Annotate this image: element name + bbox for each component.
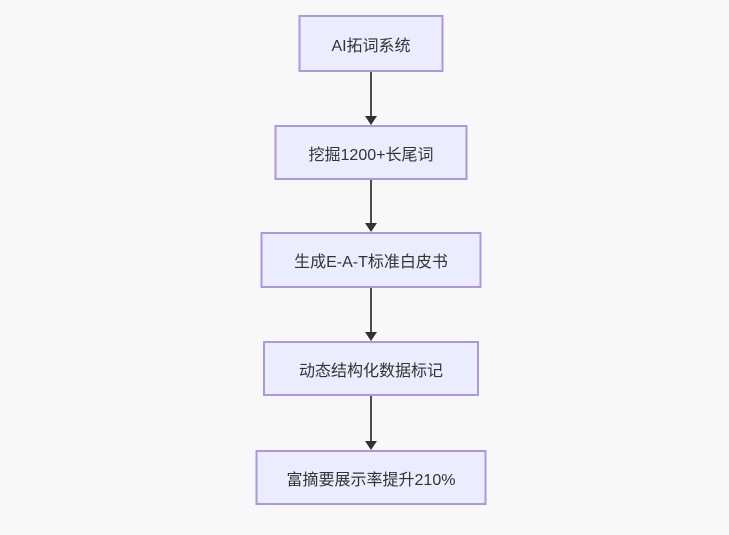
flowchart-node-eat-whitepaper: 生成E-A-T标准白皮书 (260, 232, 482, 288)
flowchart-edge-1 (365, 72, 377, 125)
flowchart-node-longtail-keywords: 挖掘1200+长尾词 (274, 125, 468, 180)
flowchart-node-rich-snippet-rate: 富摘要展示率提升210% (255, 450, 487, 505)
arrow-line (370, 180, 372, 223)
node-label: AI拓词系统 (331, 37, 411, 55)
node-label: 生成E-A-T标准白皮书 (294, 254, 448, 271)
arrow-head-icon (365, 441, 377, 450)
arrow-line (370, 396, 372, 441)
arrow-head-icon (365, 332, 377, 341)
flowchart-edge-3 (365, 288, 377, 341)
arrow-head-icon (365, 116, 377, 125)
node-label: 动态结构化数据标记 (298, 362, 443, 380)
flowchart-edge-2 (365, 180, 377, 232)
node-label: 富摘要展示率提升210% (286, 471, 456, 489)
flowchart-edge-4 (365, 396, 377, 450)
node-label: 挖掘1200+长尾词 (308, 146, 434, 164)
arrow-line (370, 72, 372, 116)
flowchart-node-ai-word-expansion-system: AI拓词系统 (298, 15, 444, 72)
arrow-head-icon (365, 223, 377, 232)
flowchart-node-structured-data-markup: 动态结构化数据标记 (263, 341, 479, 396)
arrow-line (370, 288, 372, 332)
